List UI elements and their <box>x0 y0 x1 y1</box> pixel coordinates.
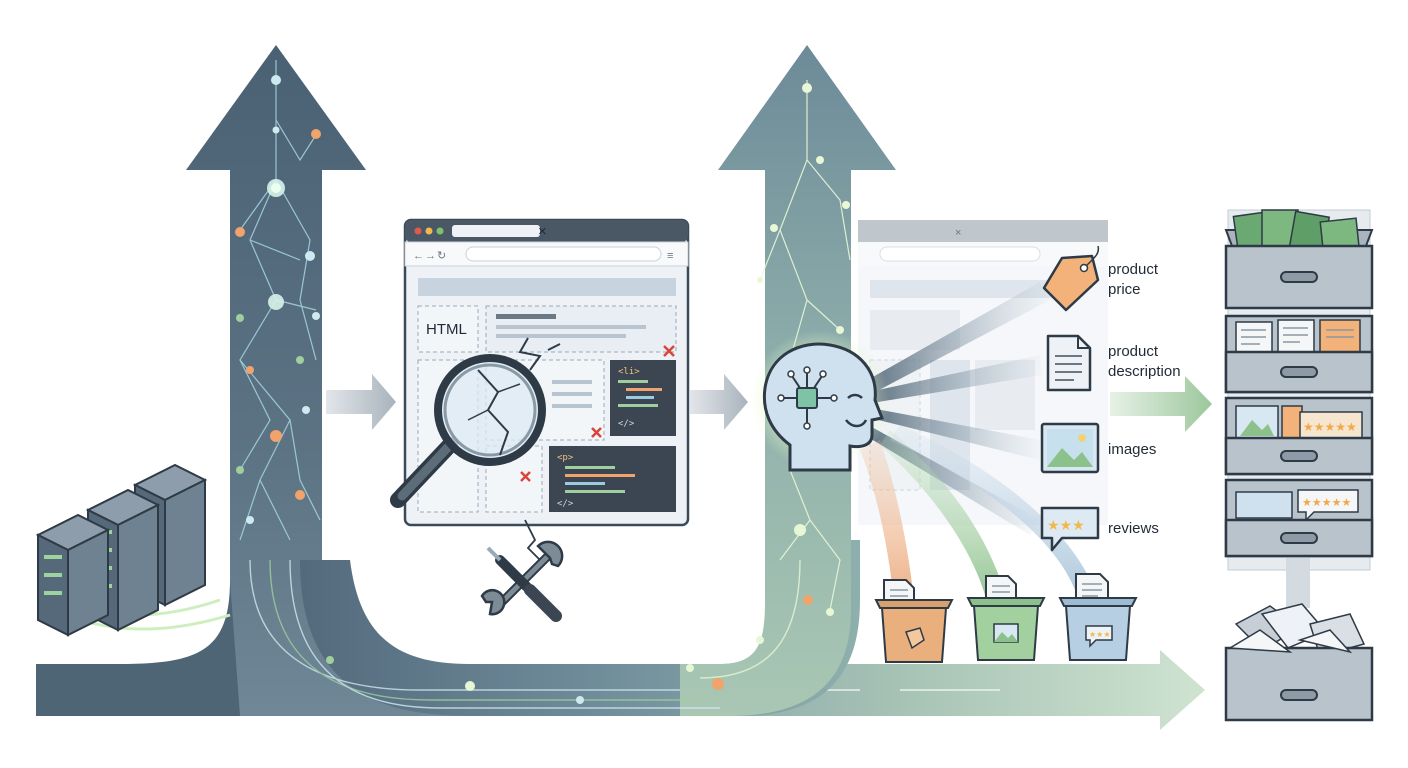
channel-streams <box>249 559 801 709</box>
svg-text:★★★★★: ★★★★★ <box>1302 496 1351 509</box>
svg-text:★★★: ★★★ <box>1089 630 1111 639</box>
back-icon[interactable]: ← <box>413 250 424 262</box>
error-mark-icon <box>520 345 675 482</box>
review-stars-icon: ★★★ <box>1040 506 1100 552</box>
server-rack-icon <box>35 463 231 637</box>
code-tag-p: <p> <box>557 453 574 463</box>
label-images: images <box>1108 441 1156 458</box>
image-icon <box>1040 422 1100 474</box>
left-upward-arrow <box>36 45 420 716</box>
html-label: HTML <box>426 321 467 338</box>
left-arrow-nodes <box>235 75 321 524</box>
flow-arrow-to-storage <box>1110 376 1212 432</box>
price-tag-icon <box>1042 245 1100 312</box>
magnifier-icon <box>390 337 561 508</box>
document-icon <box>1046 334 1092 392</box>
bin-icon: ★★★ <box>874 573 1138 663</box>
right-arrow-nodes <box>757 83 850 616</box>
broken-browser-window: × ← → ↻ ≡ HTML <li> </> <p> </> <box>403 218 690 527</box>
right-arrow-network <box>759 80 851 611</box>
label-reviews: reviews <box>1108 520 1159 537</box>
menu-icon[interactable]: ≡ <box>667 250 673 262</box>
svg-text:★★★: ★★★ <box>1047 518 1085 534</box>
tab-close-icon[interactable]: × <box>538 223 547 240</box>
label-product-price-2: price <box>1108 281 1141 298</box>
tab-close-icon-2[interactable]: × <box>955 227 961 239</box>
left-arrow-network <box>239 60 321 541</box>
extraction-beams <box>848 282 1095 610</box>
drawer-icon: ★★★★★ ★★★★★ <box>1224 209 1374 722</box>
label-product-description-1: product <box>1108 343 1159 360</box>
flow-arrow-to-ai <box>690 374 748 430</box>
code-tag-close-1: </> <box>618 419 635 429</box>
forward-icon[interactable]: → <box>425 250 436 262</box>
code-tag-li: <li> <box>618 367 640 377</box>
channel-nodes <box>326 524 813 704</box>
reload-icon[interactable]: ↻ <box>437 250 446 262</box>
address-bar[interactable] <box>465 246 662 262</box>
ai-head-icon <box>750 330 890 472</box>
label-product-price-1: product <box>1108 261 1159 278</box>
code-tag-close-2: </> <box>557 499 574 509</box>
label-product-description-2: description <box>1108 363 1181 380</box>
svg-text:★★★★★: ★★★★★ <box>1303 420 1357 434</box>
flow-arrow-to-browser <box>326 374 396 430</box>
screwdriver-icon <box>486 519 562 622</box>
